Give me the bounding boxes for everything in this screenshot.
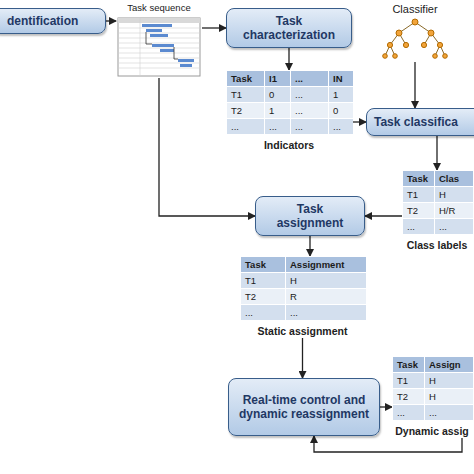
table-grid: TaskAssignT1HT2H...... [392, 356, 472, 421]
table-grid: TaskAssignmentT1HT2R...... [240, 256, 365, 321]
table-cell: Task [393, 357, 424, 372]
table-cell: ... [291, 103, 328, 118]
figure-caption: Classifier [380, 2, 450, 16]
table-caption: Indicators [226, 139, 352, 152]
table-cell: ... [435, 219, 473, 234]
table-cell: ... [265, 119, 290, 134]
table-grid: TaskI1...INT10...1T21...0............ [226, 70, 352, 135]
table-cell: ... [393, 405, 424, 420]
table-cell: ... [227, 119, 264, 134]
table-cell: ... [286, 305, 366, 320]
connector-arrow [352, 121, 366, 122]
connector-arrow [309, 236, 310, 256]
table-cell: ... [291, 119, 328, 134]
table-cell: 1 [265, 103, 290, 118]
gantt-chart [118, 18, 200, 76]
process-box: Real-time control and dynamic reassignme… [228, 378, 380, 436]
box-label: Task assignment [264, 202, 356, 230]
data-table: TaskAssignT1HT2H...... Dynamic assig [392, 356, 472, 438]
table-cell: H [286, 273, 366, 288]
table-cell: T2 [393, 389, 424, 404]
process-box: Task characterization [226, 8, 352, 48]
table-cell: T2 [403, 203, 434, 218]
table-cell: T2 [227, 103, 264, 118]
decision-tree-icon [383, 19, 448, 58]
connector-arrow [202, 27, 226, 28]
table-cell: Assignment [286, 257, 366, 272]
table-cell: T2 [241, 289, 285, 304]
data-table: TaskI1...INT10...1T21...0............Ind… [226, 70, 352, 152]
table-cell: H [425, 389, 473, 404]
box-label: Task classifica [374, 115, 458, 129]
table-cell: ... [425, 405, 473, 420]
table-caption: Dynamic assig [392, 425, 472, 438]
table-cell: T1 [241, 273, 285, 288]
box-label: Task characterization [235, 14, 343, 42]
table-cell: I1 [265, 71, 290, 86]
table-cell: T1 [393, 373, 424, 388]
table-cell: R [286, 289, 366, 304]
table-cell: Assign [425, 357, 473, 372]
table-cell: Task [227, 71, 264, 86]
figure-block: Task sequence [116, 2, 202, 78]
table-cell: ... [241, 305, 285, 320]
box-label: dentification [7, 14, 78, 28]
connector-arrow [365, 215, 402, 216]
table-cell: 0 [329, 103, 353, 118]
table-caption: Class labels [402, 239, 472, 252]
table-cell: 0 [265, 87, 290, 102]
figure-caption: Task sequence [116, 2, 202, 15]
table-cell: IN [329, 71, 353, 86]
connector-arrow [436, 136, 437, 170]
table-cell: T1 [227, 87, 264, 102]
process-box: dentification [0, 8, 106, 34]
table-cell: Task [241, 257, 285, 272]
table-cell: ... [291, 71, 328, 86]
table-cell: H/R [435, 203, 473, 218]
connector-arrow [314, 436, 462, 452]
table-cell: H [425, 373, 473, 388]
process-box: Task assignment [255, 196, 365, 236]
table-cell: ... [403, 219, 434, 234]
data-table: TaskAssignmentT1HT2R...... Static assignm… [240, 256, 365, 338]
table-grid: TaskClasT1HT2H/R...... [402, 170, 472, 235]
table-cell: H [435, 187, 473, 202]
table-cell: Clas [435, 171, 473, 186]
connector-arrow [288, 48, 289, 70]
connector-arrow [414, 62, 415, 108]
process-box: Task classifica [366, 108, 474, 136]
table-cell: ... [329, 119, 353, 134]
table-cell: Task [403, 171, 434, 186]
figure-block: Classifier [380, 2, 450, 62]
connector-arrow [302, 338, 303, 378]
table-caption: Static assignment [240, 325, 365, 338]
connector-arrow [380, 406, 392, 407]
box-label: Real-time control and dynamic reassignme… [237, 393, 371, 421]
table-cell: T1 [403, 187, 434, 202]
table-cell: ... [291, 87, 328, 102]
table-cell: 1 [329, 87, 353, 102]
connector-arrow [106, 20, 116, 21]
data-table: TaskClasT1HT2H/R...... Class labels [402, 170, 472, 252]
